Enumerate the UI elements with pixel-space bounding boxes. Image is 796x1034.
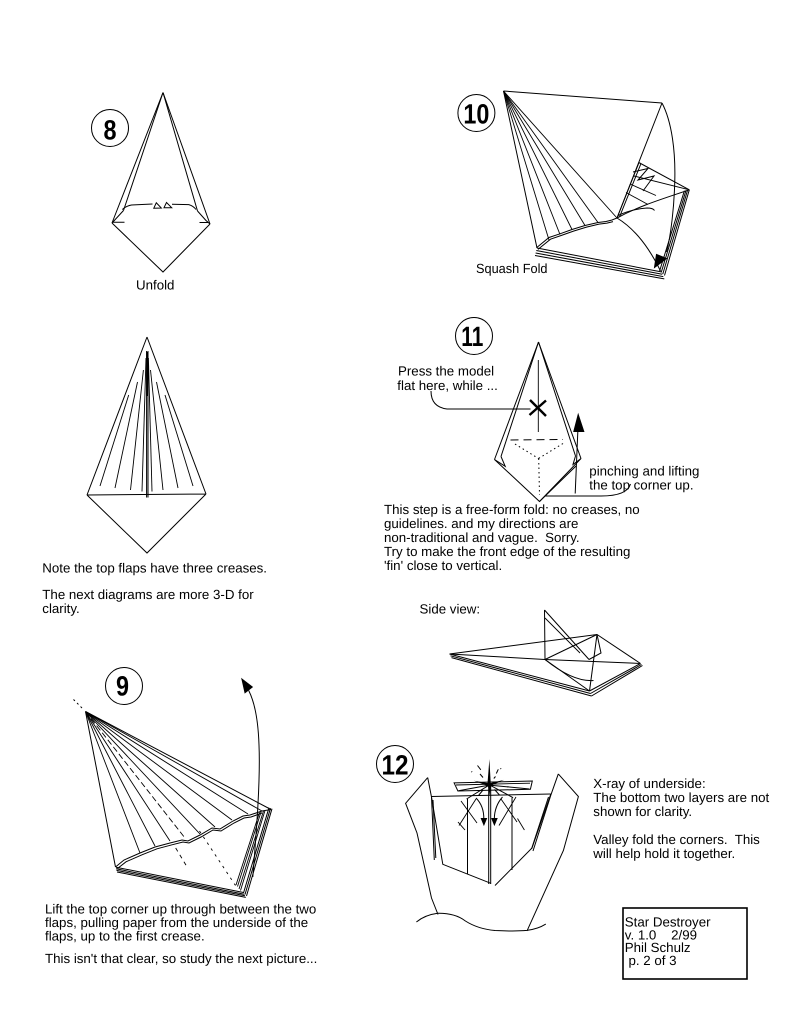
- svg-text:v. 1.0 2/99: v. 1.0 2/99: [625, 927, 697, 942]
- svg-text:pinching and lifting: pinching and lifting: [589, 464, 699, 479]
- svg-text:8: 8: [104, 115, 117, 146]
- svg-text:Valley fold the corners. This: Valley fold the corners. This: [593, 832, 760, 847]
- svg-text:'fin' close to vertical.: 'fin' close to vertical.: [384, 558, 502, 573]
- svg-text:will help hold it together.: will help hold it together.: [592, 846, 735, 861]
- svg-text:clarity.: clarity.: [42, 601, 79, 616]
- svg-text:Unfold: Unfold: [136, 278, 174, 293]
- svg-text:Try to make the front edge of: Try to make the front edge of the result…: [384, 544, 630, 559]
- svg-text:The next diagrams are more 3-D: The next diagrams are more 3-D for: [42, 587, 254, 602]
- svg-text:p. 2 of 3: p. 2 of 3: [625, 953, 677, 968]
- svg-text:Phil Schulz: Phil Schulz: [625, 940, 691, 955]
- svg-text:X-ray of underside:: X-ray of underside:: [593, 776, 705, 791]
- svg-text:12: 12: [382, 750, 409, 781]
- svg-text:shown for clarity.: shown for clarity.: [593, 804, 692, 819]
- svg-text:guidelines. and my directions: guidelines. and my directions are: [384, 516, 578, 531]
- svg-text:Squash Fold: Squash Fold: [476, 261, 548, 276]
- svg-text:This isn't that clear, so stud: This isn't that clear, so study the next…: [45, 951, 317, 966]
- svg-text:Note the top flaps have three: Note the top flaps have three creases.: [42, 560, 267, 575]
- svg-text:9: 9: [116, 671, 129, 702]
- svg-text:Lift the top corner up through: Lift the top corner up through between t…: [45, 902, 316, 917]
- svg-text:Side view:: Side view:: [420, 602, 481, 617]
- svg-text:This step is a free-form fold:: This step is a free-form fold: no crease…: [384, 502, 640, 517]
- svg-text:11: 11: [461, 321, 483, 352]
- svg-text:flaps, pulling paper from the: flaps, pulling paper from the underside …: [45, 915, 308, 930]
- svg-text:flaps, up to the first crease.: flaps, up to the first crease.: [45, 929, 205, 944]
- svg-text:The bottom two layers are not: The bottom two layers are not: [593, 790, 769, 805]
- svg-text:the top corner up.: the top corner up.: [589, 478, 693, 493]
- svg-text:Press the model: Press the model: [398, 364, 494, 379]
- svg-text:10: 10: [463, 99, 489, 130]
- svg-text:Star Destroyer: Star Destroyer: [625, 915, 711, 930]
- svg-text:flat here, while ...: flat here, while ...: [397, 378, 498, 393]
- svg-text:non-traditional and vague. So: non-traditional and vague. Sorry.: [384, 530, 580, 545]
